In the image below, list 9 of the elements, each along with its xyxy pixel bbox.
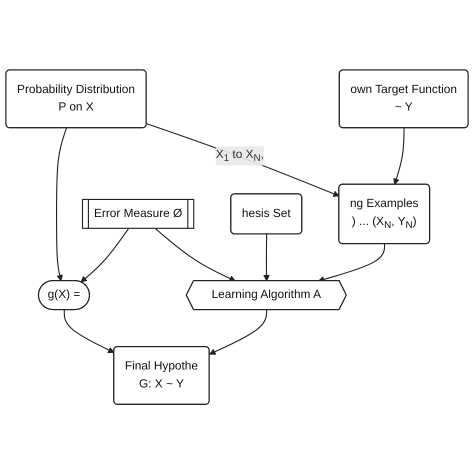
- arrow: [155, 228, 236, 282]
- arrow: [209, 310, 268, 355]
- arrow: [393, 128, 405, 185]
- arrow: [64, 310, 114, 353]
- arrow: [80, 228, 129, 282]
- arrow: [146, 122, 340, 197]
- edge-label: X$_{1}$ to X$_{N}$,: [216, 148, 264, 164]
- arrow: [56, 128, 68, 282]
- arrow: [263, 234, 270, 282]
